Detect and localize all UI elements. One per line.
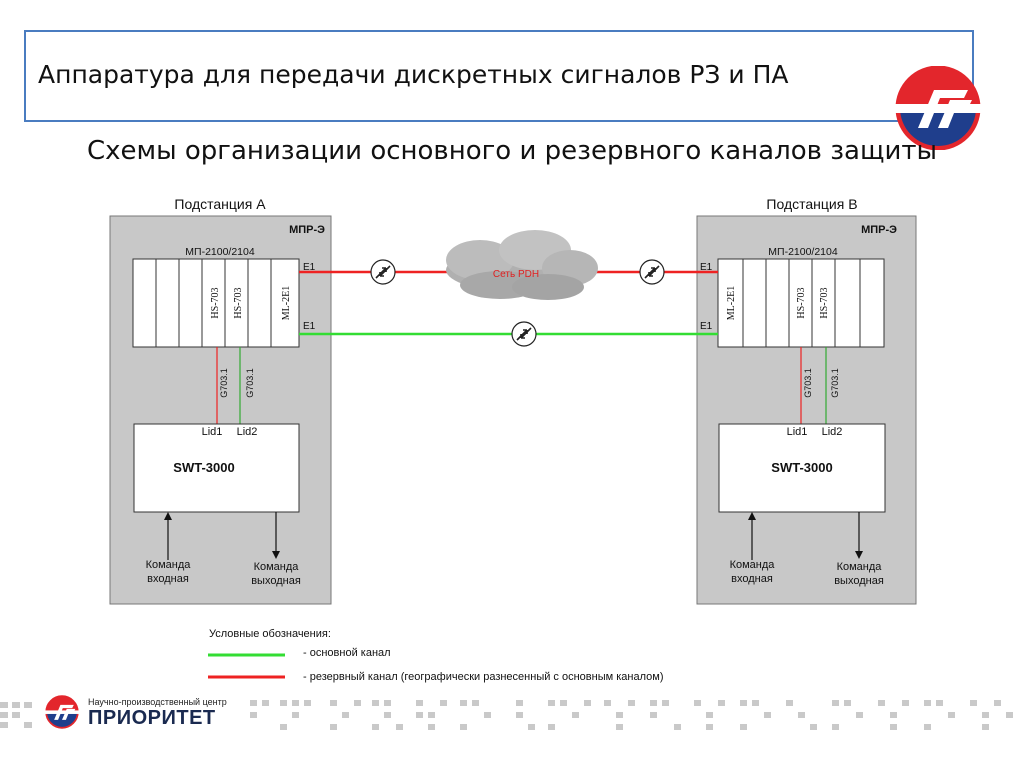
legend-main-label: - основной канал [303, 647, 391, 659]
substation-a-cmd-in-label-2: входная [147, 573, 189, 585]
substation-a-mux-label: МП-2100/2104 [185, 246, 255, 258]
footer-logo-icon [41, 695, 83, 729]
substation-b-card [859, 258, 885, 348]
substation-b-g703-label-2: G703.1 [830, 368, 840, 398]
substation-a-device: МПР-Э [289, 224, 325, 236]
page-title: Аппаратура для передачи дискретных сигна… [38, 60, 789, 89]
substation-a-swt-box [133, 423, 300, 513]
converter-icon [639, 259, 665, 285]
substation-b-lid2: Lid2 [822, 426, 843, 438]
pdh-cloud-icon [446, 230, 598, 300]
substation-a-e1-top: E1 [303, 262, 316, 273]
substation-b-g703-label-1: G703.1 [803, 368, 813, 398]
substation-b-cmd-out-label-1: Команда [837, 561, 883, 573]
substation-a-card [270, 258, 300, 348]
arrow-up-icon [748, 512, 756, 520]
substation-a-card-ml2e1: ML-2E1 [281, 286, 292, 320]
substation-b-label: Подстанция В [766, 196, 857, 212]
substation-a-lid1: Lid1 [202, 426, 223, 438]
substation-a-card [132, 258, 157, 348]
substation-a-card-hs703-2: HS-703 [233, 287, 244, 318]
substation-b-cmd-in-label-1: Команда [730, 559, 776, 571]
substation-b-card [765, 258, 790, 348]
title-box: Аппаратура для передачи дискретных сигна… [24, 30, 990, 150]
arrow-up-icon [164, 512, 172, 520]
substation-a-cmd-in-label-1: Команда [146, 559, 192, 571]
substation-b-cmd-in-label-2: входная [731, 573, 773, 585]
converter-icon [511, 321, 537, 347]
pdh-network-label: Сеть PDH [493, 269, 539, 280]
substation-a-cmd-out-label-1: Команда [254, 561, 300, 573]
substation-a-g703-label-1: G703.1 [219, 368, 229, 398]
substation-a-card [155, 258, 180, 348]
substation-b-e1-bottom: E1 [700, 321, 713, 332]
substation-a-card [178, 258, 203, 348]
substation-b-card [742, 258, 767, 348]
substation-b-card-hs703-1: HS-703 [796, 287, 807, 318]
substation-b-card [717, 258, 744, 348]
substation-a-e1-bottom: E1 [303, 321, 316, 332]
arrow-down-icon [272, 551, 280, 559]
substation-b-cmd-out-label-2: выходная [834, 575, 884, 587]
footer-org-name: ПРИОРИТЕТ [88, 707, 216, 729]
substation-a-lid2: Lid2 [237, 426, 258, 438]
substation-a-swt-label: SWT-3000 [173, 460, 234, 475]
substation-a-label: Подстанция А [174, 196, 266, 212]
footer-decorative-pattern [0, 700, 1013, 730]
substation-b-device: МПР-Э [861, 224, 897, 236]
page-subtitle: Схемы организации основного и резервного… [86, 136, 938, 166]
substation-b-swt-label: SWT-3000 [771, 460, 832, 475]
substation-b-lid1: Lid1 [787, 426, 808, 438]
legend-reserve-label: - резервный канал (географически разнесе… [303, 671, 664, 683]
legend-heading: Условные обозначения: [209, 628, 331, 640]
substation-b-e1-top: E1 [700, 262, 713, 273]
substation-a-cmd-out-label-2: выходная [251, 575, 301, 587]
substation-b-card-ml2e1: ML-2E1 [726, 286, 737, 320]
substation-a-g703-label-2: G703.1 [245, 368, 255, 398]
substation-b-card [834, 258, 861, 348]
substation-b-card-hs703-2: HS-703 [819, 287, 830, 318]
arrow-down-icon [855, 551, 863, 559]
footer-org-caption: Научно-производственный центр [88, 697, 227, 707]
substation-b-mux-label: МП-2100/2104 [768, 246, 838, 258]
substation-b-swt-box [718, 423, 886, 513]
substation-a-card [247, 258, 272, 348]
company-logo-icon [886, 66, 990, 150]
converter-icon [370, 259, 396, 285]
substation-a-card-hs703-1: HS-703 [210, 287, 221, 318]
